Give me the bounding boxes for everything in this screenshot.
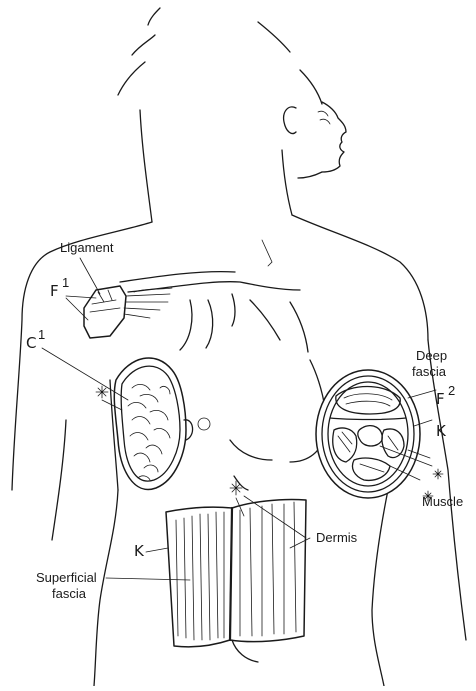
label-c1: C bbox=[26, 334, 36, 352]
label-dermis: Dermis bbox=[316, 530, 358, 545]
label-ligament: Ligament bbox=[60, 240, 114, 255]
label-superficial-2: fascia bbox=[52, 586, 87, 601]
label-f2: F bbox=[436, 390, 445, 408]
c1-sample bbox=[114, 358, 192, 490]
label-f2-sup: 2 bbox=[448, 383, 455, 398]
label-deep-fascia-2: fascia bbox=[412, 364, 447, 379]
label-k-arm: K bbox=[436, 422, 447, 440]
label-superficial-1: Superficial bbox=[36, 570, 97, 585]
face-profile bbox=[284, 102, 346, 178]
label-c1-sup: 1 bbox=[38, 327, 45, 342]
label-f1-sup: 1 bbox=[62, 275, 69, 290]
label-f1: F bbox=[50, 282, 59, 300]
label-muscle: Muscle bbox=[422, 494, 463, 509]
ligament-graft bbox=[84, 286, 172, 338]
label-deep-fascia-1: Deep bbox=[416, 348, 447, 363]
arm-cross-section bbox=[316, 370, 420, 498]
label-k-skin: K bbox=[134, 542, 145, 560]
